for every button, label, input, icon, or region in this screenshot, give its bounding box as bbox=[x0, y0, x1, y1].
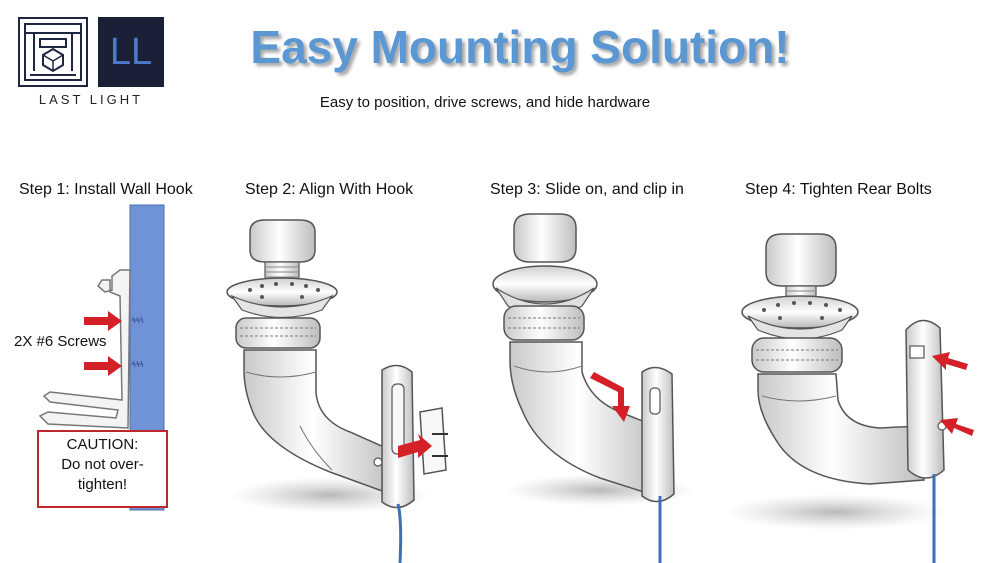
caution-line-3: tighten! bbox=[77, 476, 128, 493]
arrow-right-icon bbox=[398, 434, 432, 458]
brand-name: LAST LIGHT bbox=[38, 92, 144, 107]
arrow-right-icon bbox=[84, 311, 122, 376]
step-4-illustration bbox=[725, 233, 974, 563]
screws-label: 2X #6 Screws bbox=[14, 333, 107, 350]
page-subtitle: Easy to position, drive screws, and hide… bbox=[319, 94, 651, 111]
step-2-label: Step 2: Align With Hook bbox=[245, 181, 414, 198]
arrow-bend-down-icon bbox=[590, 372, 630, 422]
screw-icon bbox=[131, 316, 144, 368]
arrow-right-icon bbox=[932, 352, 974, 436]
step-3-illustration bbox=[492, 213, 695, 563]
page-title: Easy Mounting Solution! bbox=[250, 21, 790, 73]
step-1-label: Step 1: Install Wall Hook bbox=[19, 181, 193, 198]
step-4-label: Step 4: Tighten Rear Bolts bbox=[745, 181, 932, 198]
step-3-label: Step 3: Slide on, and clip in bbox=[490, 181, 684, 198]
brand-logo: LL bbox=[98, 17, 164, 87]
caution-line-1: CAUTION: bbox=[66, 436, 139, 453]
step-2-illustration bbox=[226, 219, 448, 563]
caution-line-2: Do not over- bbox=[61, 456, 144, 473]
caution-box: CAUTION: Do not over- tighten! bbox=[37, 430, 168, 508]
wall-hook bbox=[38, 269, 131, 429]
cable bbox=[396, 503, 403, 563]
printer-logo-icon bbox=[18, 17, 88, 87]
